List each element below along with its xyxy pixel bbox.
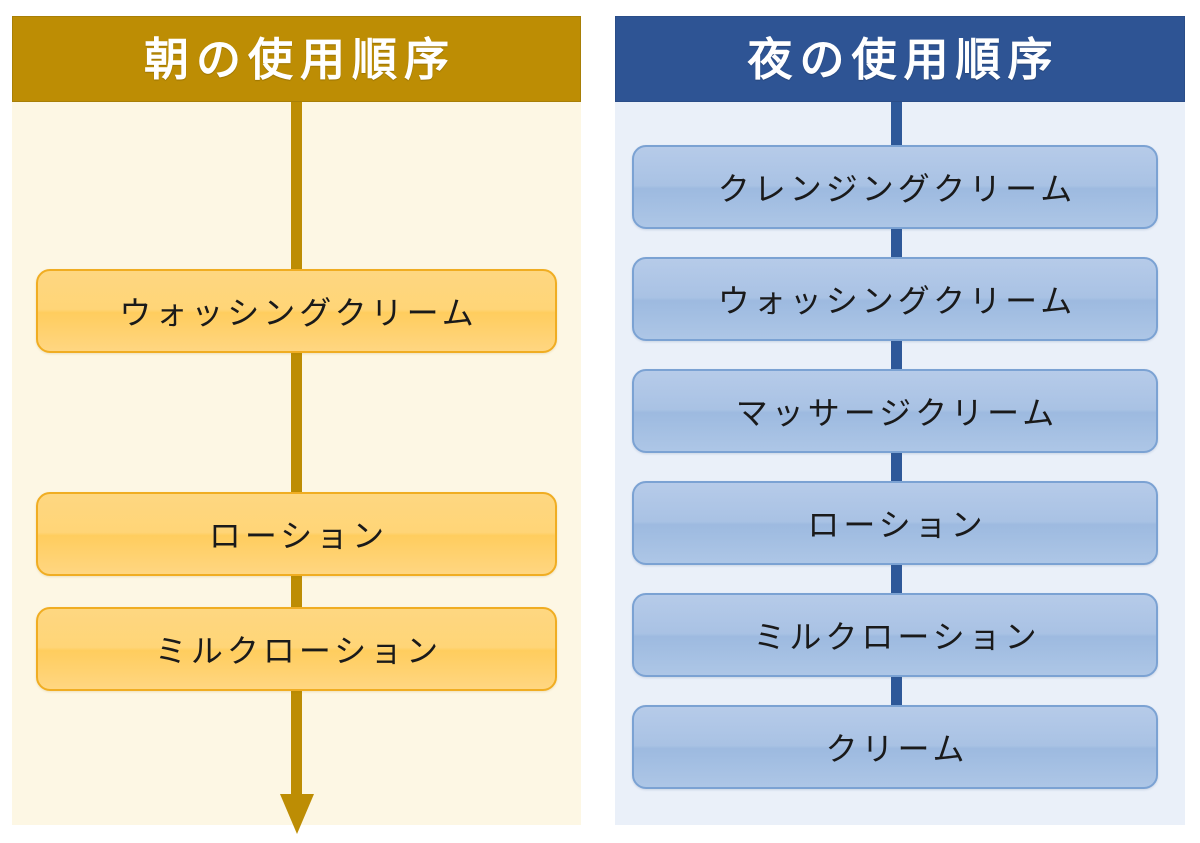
step-box-morning-1[interactable]: ウォッシングクリーム [36, 269, 557, 353]
step-box-night-1[interactable]: クレンジングクリーム [632, 145, 1158, 229]
step-box-morning-2[interactable]: ローション [36, 492, 557, 576]
panel-morning-body: ウォッシングクリーム ローション ミルクローション [12, 102, 581, 834]
step-box-night-4[interactable]: ローション [632, 481, 1158, 565]
step-box-night-2[interactable]: ウォッシングクリーム [632, 257, 1158, 341]
flow-connector-line-morning [291, 102, 302, 799]
panel-night: 夜の使用順序 クレンジングクリーム ウォッシングクリーム マッサージクリーム ロ… [615, 16, 1185, 827]
step-box-night-3[interactable]: マッサージクリーム [632, 369, 1158, 453]
panel-night-title: 夜の使用順序 [615, 16, 1185, 102]
panel-morning: 朝の使用順序 ウォッシングクリーム ローション ミルクローション [12, 16, 581, 834]
step-box-morning-3[interactable]: ミルクローション [36, 607, 557, 691]
panel-morning-title: 朝の使用順序 [12, 16, 581, 102]
step-box-night-6[interactable]: クリーム [632, 705, 1158, 789]
flow-arrow-down-icon-morning [280, 794, 314, 834]
panel-night-body: クレンジングクリーム ウォッシングクリーム マッサージクリーム ローション ミル… [615, 102, 1185, 825]
step-box-night-5[interactable]: ミルクローション [632, 593, 1158, 677]
